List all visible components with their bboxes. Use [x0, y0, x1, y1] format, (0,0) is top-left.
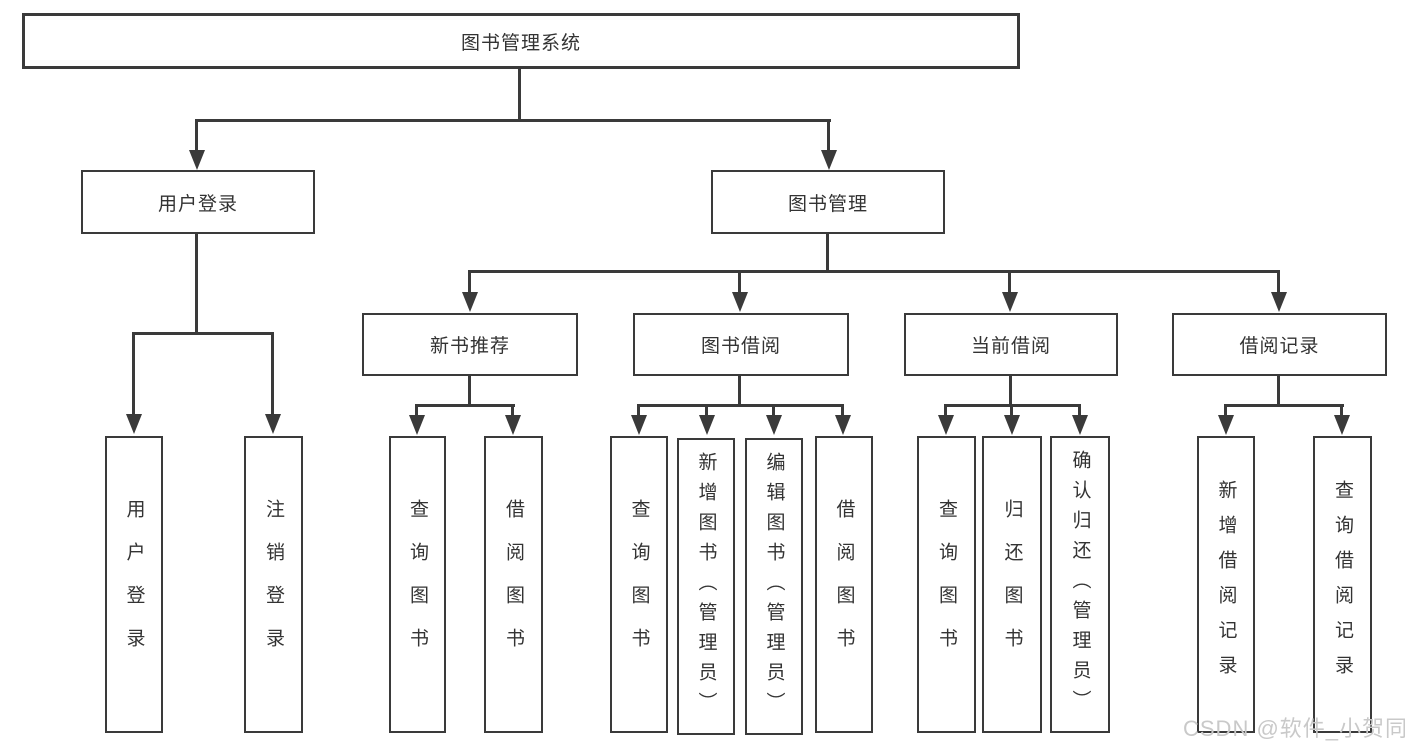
node-label: 查询图书	[936, 498, 957, 671]
node-label: 图书管理	[787, 193, 868, 215]
node-label: 查询图书	[407, 498, 428, 671]
node-label: 图书借阅	[700, 336, 781, 357]
connector-vline	[271, 332, 274, 416]
leaf-query-books-recommend: 查询图书	[389, 436, 446, 733]
connector-vline	[1224, 404, 1227, 418]
connector-vline	[132, 332, 135, 416]
csdn-watermark: CSDN @软件_小贺同学	[1183, 716, 1405, 741]
connector-vline	[772, 404, 775, 418]
connector-vline	[468, 270, 471, 295]
node-book-management: 图书管理	[711, 170, 945, 234]
connector-hline	[1224, 404, 1344, 407]
connector-vline	[1277, 375, 1280, 407]
node-label: 借阅记录	[1239, 336, 1320, 357]
leaf-confirm-return-admin: 确认归还（管理员）	[1050, 436, 1110, 733]
node-label: 查询借阅记录	[1332, 479, 1353, 690]
arrow-down-icon	[821, 150, 837, 170]
connector-hline	[196, 119, 831, 122]
arrow-down-icon	[265, 414, 281, 434]
node-label: 借阅图书	[833, 498, 855, 671]
arrow-down-icon	[462, 292, 478, 312]
connector-vline	[1010, 404, 1013, 418]
connector-vline	[518, 68, 521, 122]
arrow-down-icon	[1271, 292, 1287, 312]
arrow-down-icon	[126, 414, 142, 434]
node-borrowing-records: 借阅记录	[1172, 313, 1387, 376]
connector-vline	[738, 270, 741, 295]
arrow-down-icon	[505, 415, 521, 435]
node-library-system: 图书管理系统	[22, 13, 1020, 69]
connector-vline	[738, 375, 741, 407]
connector-vline	[415, 404, 418, 418]
leaf-add-books-admin: 新增图书（管理员）	[677, 438, 735, 735]
connector-hline	[469, 270, 1280, 273]
leaf-logout: 注销登录	[244, 436, 303, 733]
arrow-down-icon	[1072, 415, 1088, 435]
arrow-down-icon	[766, 415, 782, 435]
arrow-down-icon	[732, 292, 748, 312]
connector-vline	[1009, 375, 1012, 407]
node-label: 当前借阅	[970, 336, 1051, 357]
connector-vline	[827, 119, 830, 153]
node-new-book-recommendation: 新书推荐	[362, 313, 578, 376]
leaf-borrow-books-recommend: 借阅图书	[484, 436, 543, 733]
node-book-borrowing: 图书借阅	[633, 313, 849, 376]
node-user-login: 用户登录	[81, 170, 315, 234]
node-label: 查询图书	[628, 498, 650, 671]
connector-hline	[132, 332, 274, 335]
node-label: 归还图书	[1001, 498, 1023, 671]
connector-vline	[195, 119, 198, 153]
connector-hline	[415, 404, 515, 407]
arrow-down-icon	[699, 415, 715, 435]
connector-vline	[1078, 404, 1081, 418]
connector-hline	[637, 404, 844, 407]
connector-vline	[705, 404, 708, 418]
leaf-query-books-current: 查询图书	[917, 436, 976, 733]
arrow-down-icon	[1334, 415, 1350, 435]
connector-vline	[1277, 270, 1280, 295]
node-label: 借阅图书	[503, 498, 524, 671]
leaf-edit-books-admin: 编辑图书（管理员）	[745, 438, 803, 735]
leaf-user-login: 用户登录	[105, 436, 163, 733]
leaf-query-borrow-record: 查询借阅记录	[1313, 436, 1372, 733]
connector-vline	[468, 375, 471, 407]
leaf-return-books: 归还图书	[982, 436, 1042, 733]
node-label: 图书管理系统	[460, 32, 581, 54]
connector-vline	[637, 404, 640, 418]
arrow-down-icon	[1218, 415, 1234, 435]
node-current-borrowing: 当前借阅	[904, 313, 1118, 376]
arrow-down-icon	[409, 415, 425, 435]
node-label: 新增图书（管理员）	[695, 451, 717, 722]
node-label: 编辑图书（管理员）	[763, 451, 785, 722]
node-label: 用户登录	[157, 193, 238, 215]
arrow-down-icon	[938, 415, 954, 435]
connector-vline	[826, 233, 829, 273]
arrow-down-icon	[835, 415, 851, 435]
connector-vline	[511, 404, 514, 418]
leaf-query-books-borrow: 查询图书	[610, 436, 668, 733]
arrow-down-icon	[1002, 292, 1018, 312]
connector-vline	[841, 404, 844, 418]
node-label: 新书推荐	[429, 336, 510, 357]
connector-vline	[944, 404, 947, 418]
connector-vline	[195, 233, 198, 335]
node-label: 确认归还（管理员）	[1069, 449, 1091, 720]
arrow-down-icon	[189, 150, 205, 170]
arrow-down-icon	[631, 415, 647, 435]
node-label: 新增借阅记录	[1215, 479, 1237, 690]
node-label: 用户登录	[123, 498, 145, 671]
leaf-add-borrow-record: 新增借阅记录	[1197, 436, 1255, 733]
connector-vline	[1340, 404, 1343, 418]
connector-vline	[1008, 270, 1011, 295]
node-label: 注销登录	[263, 498, 284, 671]
leaf-borrow-books: 借阅图书	[815, 436, 873, 733]
arrow-down-icon	[1004, 415, 1020, 435]
